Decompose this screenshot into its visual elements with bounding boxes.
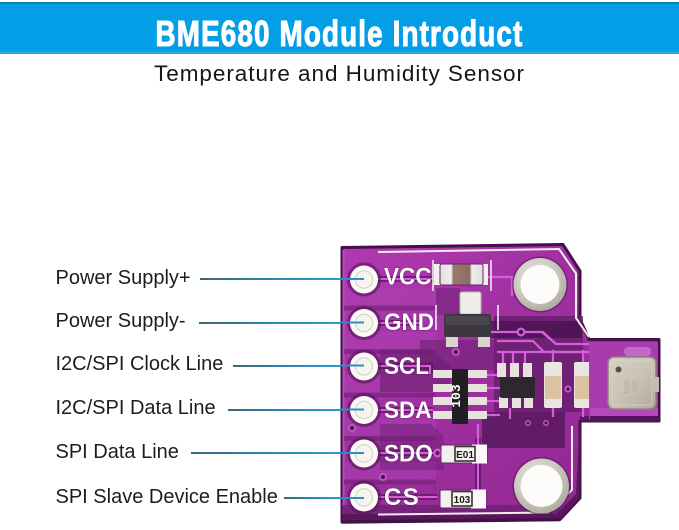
svg-text:VCC: VCC <box>384 263 432 290</box>
svg-text:103: 103 <box>454 495 471 506</box>
svg-text:BME: BME <box>624 378 631 394</box>
svg-text:680: 680 <box>632 380 639 392</box>
svg-text:CS: CS <box>384 484 420 511</box>
svg-text:103: 103 <box>449 384 464 408</box>
svg-text:SDO: SDO <box>384 440 433 467</box>
svg-text:SCL: SCL <box>384 352 429 379</box>
svg-text:SDA: SDA <box>384 396 432 423</box>
svg-text:GND: GND <box>384 308 434 335</box>
svg-text:E01: E01 <box>456 450 474 461</box>
